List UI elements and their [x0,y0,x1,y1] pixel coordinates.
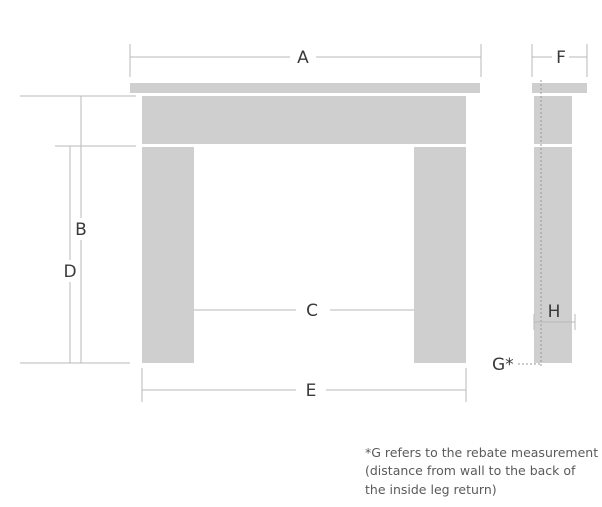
dimension-e: E [141,368,467,402]
label-g: G* [492,355,514,375]
dimension-c: C [194,301,414,321]
front-elevation [130,83,480,363]
label-a: A [297,48,309,68]
side-leg [534,147,572,363]
dimension-f: F [531,44,588,77]
dimension-d: D [55,145,136,363]
right-leg [414,147,466,363]
dimension-a: A [129,44,482,77]
label-e: E [306,381,317,401]
left-leg [142,147,194,363]
label-b: B [75,220,87,240]
dimension-g: G* [492,355,541,375]
label-d: D [63,262,76,282]
label-h: H [548,302,561,322]
note-line-3: the inside leg return) [365,482,497,497]
dimension-b: B [20,95,136,364]
frieze-panel [142,96,466,144]
dimension-h: H [533,302,576,330]
side-frieze [534,96,572,144]
side-shelf [532,83,587,93]
footnote: *G refers to the rebate measurement (dis… [365,445,598,497]
note-line-1: *G refers to the rebate measurement [365,445,598,460]
side-elevation [532,80,587,366]
label-c: C [306,301,318,321]
label-f: F [556,48,566,68]
note-line-2: (distance from wall to the back of [365,463,576,478]
mantel-shelf [130,83,480,93]
